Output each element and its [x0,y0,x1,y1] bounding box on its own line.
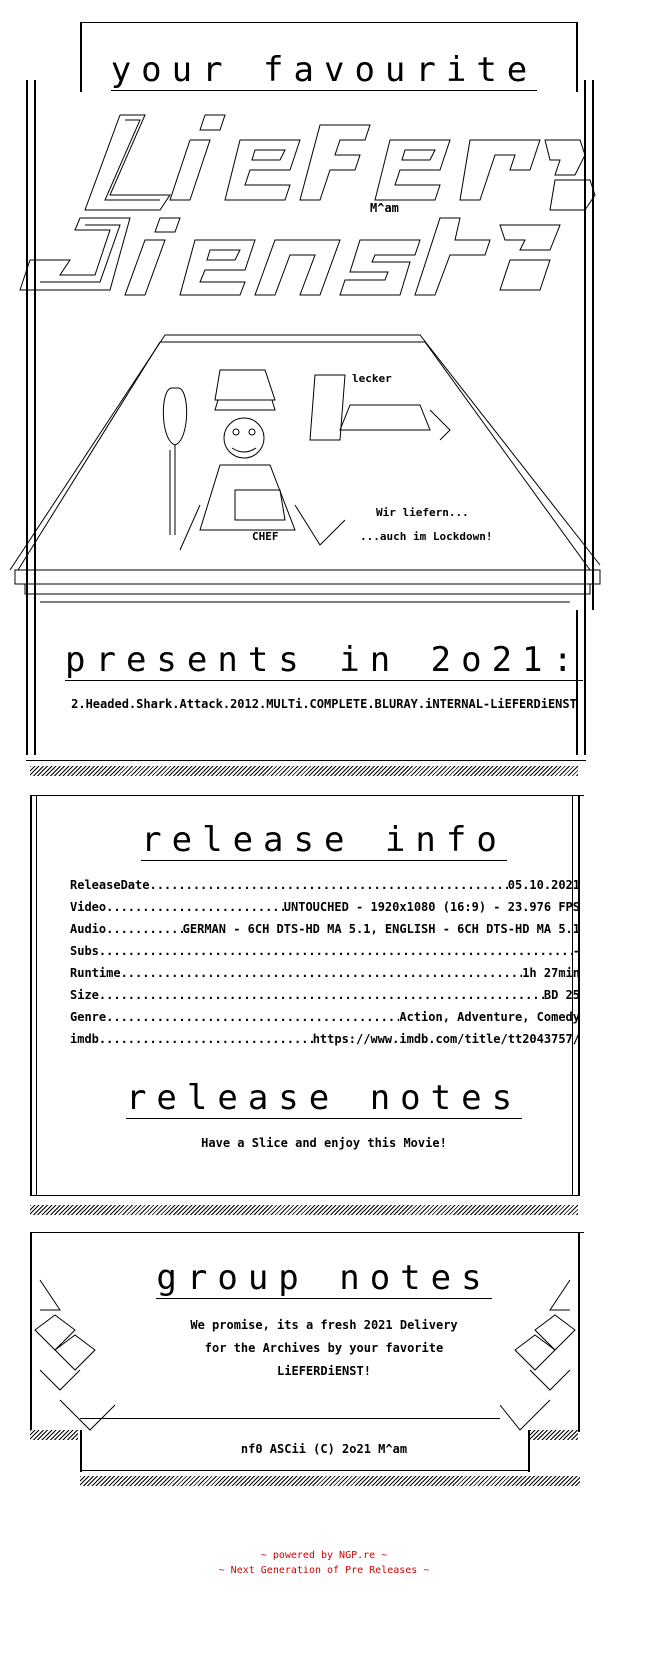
info-bottom-edge [30,1195,580,1196]
footer-ngp: ~ Next Generation of Pre Releases ~ [218,1565,430,1576]
info-frame-right [578,795,580,1195]
group-notes-heading-text: group notes [156,1258,492,1299]
info-label: Audio [70,922,107,936]
footer-hatch-right [530,1430,578,1440]
tagline: your favourite [0,50,648,91]
footer-bottom-edge [80,1470,530,1471]
group-notes-line2: for the Archives by your favorite [204,1341,444,1355]
info-label: Runtime [70,966,121,980]
group-frame-left [30,1232,32,1432]
logo-signature: M^am [370,201,399,215]
info-row-subs: Subs - [70,940,580,962]
art-slogan1: Wir liefern... [376,506,469,519]
info-dots [106,1006,399,1028]
info-dots [121,962,523,984]
art-chef: CHEF [252,530,279,543]
logo-word-dienst [19,217,561,296]
presents-heading: presents in 2o21: [0,640,648,681]
info-frame-left-inner [36,795,37,1195]
info-row-size: Size BD 25 [70,984,580,1006]
frame-left-inner [34,80,36,610]
frame-left-top [80,22,82,92]
frame-right-inner [584,80,586,610]
footer-frame-right [528,1430,530,1472]
group-left-ornament [34,1279,116,1431]
info-label: Genre [70,1010,107,1024]
info-dots [149,874,507,896]
presents-bottom-edge [26,760,586,761]
info-value: UNTOUCHED - 1920x1080 (16:9) - 23.976 FP… [283,900,580,914]
info-label: Video [70,900,107,914]
presents-frame-left-inner [34,610,36,755]
group-notes-line3: LiEFERDiENST! [277,1364,371,1378]
info-row-audio: Audio GERMAN - 6CH DTS-HD MA 5.1, ENGLISH… [70,918,580,940]
slice-outline-top [165,334,601,566]
frame-right-top [576,22,578,92]
info-value: Action, Adventure, Comedy [399,1010,580,1024]
frame-left-outer [26,80,28,610]
info-value: - [572,944,580,958]
footer-powered: ~ powered by NGP.re ~ [260,1550,388,1561]
release-name: 2.Headed.Shark.Attack.2012.MULTi.COMPLET… [71,697,577,711]
info-row-releasedate: ReleaseDate 05.10.2021 [70,874,580,896]
info-label: imdb [70,1032,99,1046]
frame-top-edge [80,22,578,23]
presents-frame-right-outer [584,610,586,755]
art-lecker: lecker [352,372,392,385]
info-value: 05.10.2021 [507,878,580,892]
release-info-heading-text: release info [141,820,507,861]
frame-right-outer [592,80,594,610]
info-label: ReleaseDate [70,878,150,892]
info-dots [106,918,183,940]
pizza-chef-art: lecker CHEF Wir liefern... ...auch im Lo… [9,334,601,603]
release-notes-heading: release notes [0,1078,648,1119]
group-notes-line1: We promise, its a fresh 2021 Delivery [190,1318,458,1332]
release-notes-text: Have a Slice and enjoy this Movie! [201,1136,447,1150]
logo-word-liefer [84,114,596,211]
group-top-edge [30,1232,584,1233]
info-value: 1h 27min [522,966,580,980]
info-frame-left [30,795,32,1195]
info-label: Subs [70,944,99,958]
footer-frame-left [80,1430,82,1472]
footer-top-edge [80,1418,500,1419]
presents-frame-right-inner [576,610,578,755]
group-notes-heading: group notes [0,1258,648,1299]
info-dots [99,940,573,962]
footer-hatch-left [30,1430,78,1440]
info-dots [99,1028,313,1050]
info-row-video: Video UNTOUCHED - 1920x1080 (16:9) - 23.9… [70,896,580,918]
info-frame-right-inner [572,795,573,1195]
group-right-ornament [500,1279,576,1431]
tagline-text: your favourite [110,50,538,91]
release-notes-heading-text: release notes [125,1078,523,1119]
info-dots [106,896,284,918]
info-row-genre: Genre Action, Adventure, Comedy [70,1006,580,1028]
info-value: BD 25 [543,988,580,1002]
info-label: Size [70,988,99,1002]
group-frame-right [578,1232,580,1432]
art-slogan2: ...auch im Lockdown! [360,530,492,543]
presents-hatch-divider [30,766,578,776]
footer-hatch-bottom [80,1476,580,1486]
info-top-edge [30,795,584,796]
info-value: https://www.imdb.com/title/tt2043757/ [312,1032,580,1046]
info-row-imdb: imdb https://www.imdb.com/title/tt2043757… [70,1028,580,1050]
footer-credit: nf0 ASCii (C) 2o21 M^am [240,1442,408,1456]
lieferdienst-logo: M^am [19,114,596,296]
release-info-heading: release info [0,820,648,861]
info-row-runtime: Runtime 1h 27min [70,962,580,984]
presents-heading-text: presents in 2o21: [65,640,583,681]
info-dots [99,984,544,1006]
presents-frame-left-outer [26,610,28,755]
info-value: GERMAN - 6CH DTS-HD MA 5.1, ENGLISH - 6C… [182,922,580,936]
info-hatch-divider [30,1205,578,1215]
